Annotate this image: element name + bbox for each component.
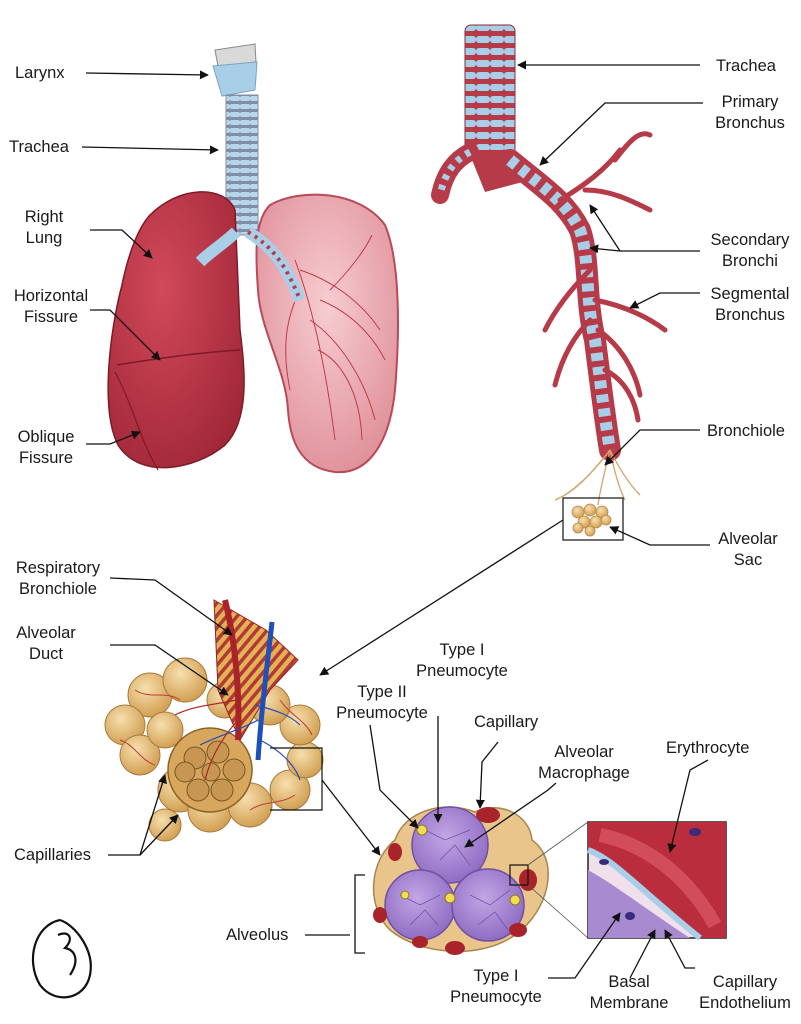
capillary-inset: [586, 821, 727, 941]
label-type1-pneumocyte-bottom: Type I Pneumocyte: [450, 967, 542, 1006]
label-basal-membrane: Basal Membrane: [589, 973, 669, 1012]
alveolar-cluster-illustration: [104, 599, 324, 842]
label-oblique-fissure: Oblique Fissure: [17, 428, 75, 467]
label-alveolus: Alveolus: [226, 926, 289, 944]
label-trachea-right: Trachea: [716, 57, 776, 75]
leader-lines: [81, 60, 710, 979]
alveolus-zoom-box: [509, 864, 529, 886]
label-primary-bronchus: Primary Bronchus: [715, 93, 785, 132]
label-capillary: Capillary: [474, 713, 539, 731]
label-horizontal-fissure: Horizontal Fissure: [13, 287, 89, 326]
artist-signature: [31, 918, 92, 999]
lungs-illustration: [107, 43, 399, 474]
label-capillary-endothelium: Capillary Endothelium: [699, 973, 791, 1012]
label-bronchiole: Bronchiole: [707, 422, 785, 440]
alveolus-cross-section: [372, 806, 589, 955]
label-erythrocyte: Erythrocyte: [666, 739, 750, 757]
label-respiratory-bronchiole: Respiratory Bronchiole: [15, 559, 101, 598]
label-type2-pneumocyte: Type II Pneumocyte: [336, 683, 428, 722]
label-segmental-bronchus: Segmental Bronchus: [710, 285, 790, 324]
label-alveolar-macrophage: Alveolar Macrophage: [538, 743, 630, 782]
label-right-lung: Right Lung: [24, 208, 64, 247]
label-type1-pneumocyte-top: Type I Pneumocyte: [416, 641, 508, 680]
cluster-zoom-bracket: [270, 747, 323, 811]
label-trachea-left: Trachea: [9, 138, 69, 156]
bronchial-tree-illustration: [431, 24, 668, 541]
label-capillaries: Capillaries: [14, 846, 92, 864]
alveolar-sac-inset-box: [562, 497, 624, 541]
label-alveolar-duct: Alveolar Duct: [16, 624, 76, 663]
label-alveolar-sac: Alveolar Sac: [718, 530, 778, 569]
label-secondary-bronchi: Secondary Bronchi: [710, 231, 790, 270]
label-larynx: Larynx: [15, 64, 65, 82]
